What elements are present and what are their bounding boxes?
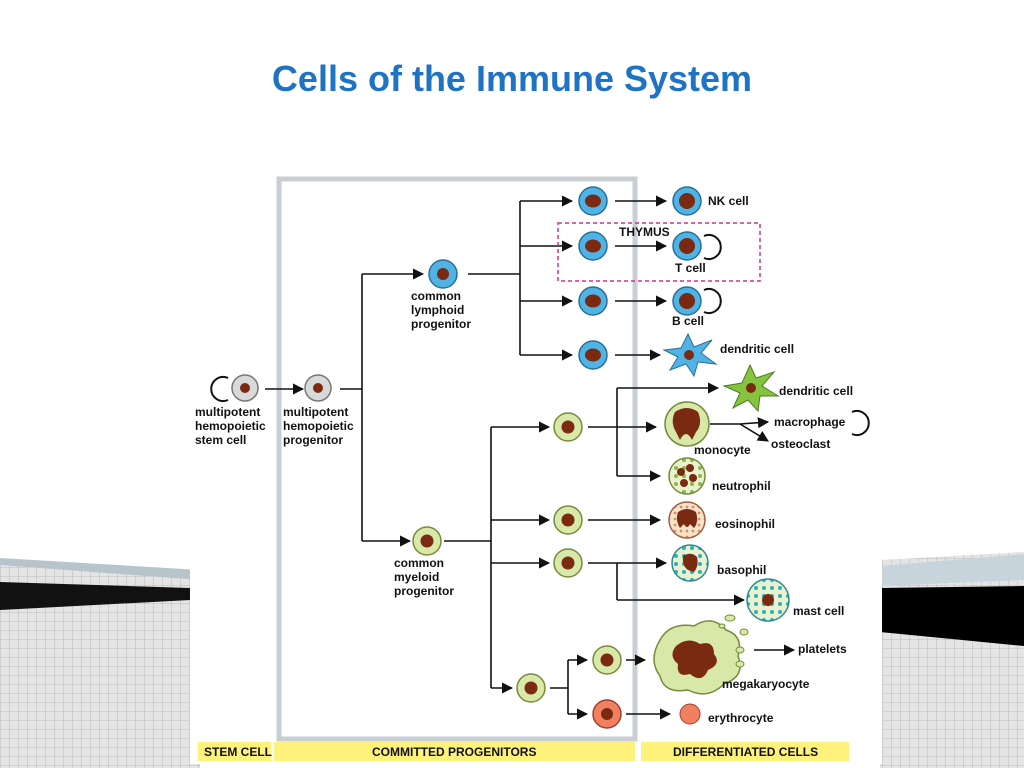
lymphoid-progenitor-label: common lymphoid progenitor: [411, 289, 471, 331]
committed-progenitors-band-label: COMMITTED PROGENITORS: [372, 745, 536, 759]
differentiated-cells-band: [641, 742, 849, 761]
t-cell: [672, 231, 702, 261]
multipotent-progenitor-cell: [304, 374, 332, 402]
dendritic-precursor-cell: [578, 340, 608, 370]
thymus-label: THYMUS: [619, 225, 670, 239]
multipotent-progenitor-label: multipotent hemopoietic progenitor: [283, 405, 357, 447]
self-renewal-loop-icon: [703, 288, 722, 314]
megakaryocyte-cell: [653, 620, 741, 695]
dendritic-cell-lymphoid: [662, 332, 718, 378]
megakaryocyte-precursor-cell: [592, 645, 622, 675]
stem-cell-band-label: STEM CELL: [204, 745, 272, 759]
neutrophil-cell: [668, 457, 706, 495]
eosinophil-cell: [668, 501, 706, 539]
self-renewal-loop-icon: [210, 376, 229, 402]
platelet-icon: [718, 614, 749, 668]
b-precursor-cell: [578, 286, 608, 316]
megakaryocyte-label: megakaryocyte: [722, 677, 810, 691]
self-renewal-loop-icon: [703, 234, 722, 260]
stem-cell: [231, 374, 259, 402]
lymphoid-progenitor-cell: [428, 259, 458, 289]
basophil-cell: [671, 544, 709, 582]
myeloid-progenitor-cell: [412, 526, 442, 556]
nk-cell-label: NK cell: [708, 194, 749, 208]
osteoclast-label: osteoclast: [771, 437, 830, 451]
dendritic-cell-myeloid-label: dendritic cell: [779, 384, 853, 398]
eosinophil-label: eosinophil: [715, 517, 775, 531]
monocyte-precursor-cell: [553, 412, 583, 442]
dendritic-cell-myeloid: [722, 363, 780, 413]
eosinophil-precursor-cell: [553, 505, 583, 535]
myeloid-progenitor-label: common myeloid progenitor: [394, 556, 454, 598]
t-cell-label: T cell: [675, 261, 706, 275]
erythroid-precursor-cell: [592, 699, 622, 729]
b-cell: [672, 286, 702, 316]
erythrocyte-cell: [679, 703, 701, 725]
lineage-connectors: [265, 195, 796, 720]
neutrophil-label: neutrophil: [712, 479, 771, 493]
stem-cell-label: multipotent hemopoietic stem cell: [195, 405, 269, 447]
committed-progenitors-frame: [276, 176, 638, 742]
committed-progenitors-band: [274, 742, 635, 761]
monocyte-label: monocyte: [694, 443, 751, 457]
nk-precursor-cell: [578, 186, 608, 216]
self-renewal-loop-icon: [851, 410, 870, 436]
diagram-panel: [190, 168, 882, 764]
platelets-label: platelets: [798, 642, 847, 656]
stem-cell-band: [198, 742, 271, 761]
basophil-precursor-cell: [553, 548, 583, 578]
thymus-box: [557, 222, 761, 282]
monocyte-cell: [664, 401, 710, 447]
differentiated-cells-band-label: DIFFERENTIATED CELLS: [673, 745, 818, 759]
dendritic-cell-lymphoid-label: dendritic cell: [720, 342, 794, 356]
nk-cell: [672, 186, 702, 216]
mast-cell: [746, 578, 790, 622]
slide-title: Cells of the Immune System: [271, 58, 753, 99]
t-precursor-cell: [578, 231, 608, 261]
macrophage-label: macrophage: [774, 415, 846, 429]
basophil-label: basophil: [717, 563, 766, 577]
b-cell-label: B cell: [672, 314, 704, 328]
erythrocyte-label: erythrocyte: [708, 711, 774, 725]
megakaryocyte-erythroid-progenitor-cell: [516, 673, 546, 703]
mast-cell-label: mast cell: [793, 604, 844, 618]
